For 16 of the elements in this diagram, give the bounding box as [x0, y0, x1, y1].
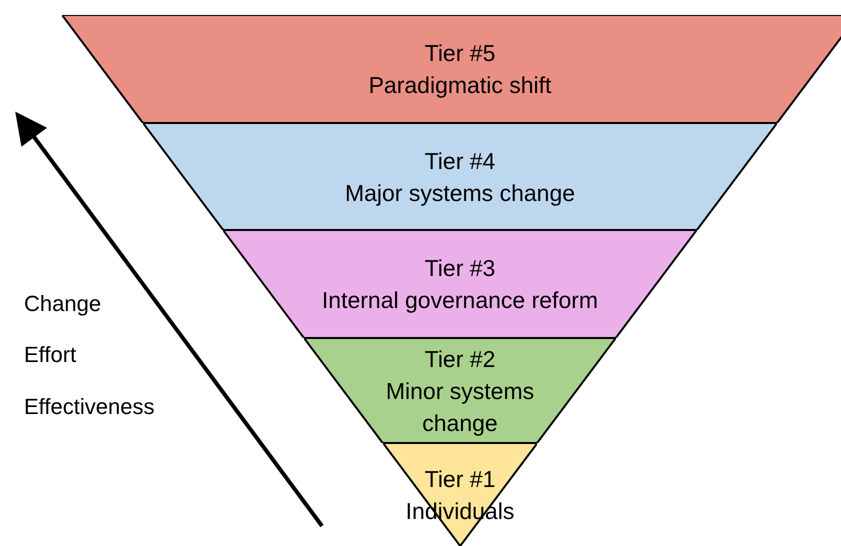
tier-description: Paradigmatic shift	[368, 71, 552, 100]
tier-band	[62, 15, 841, 123]
tier-heading: Tier #5	[424, 39, 496, 68]
tier-band	[304, 338, 616, 443]
tier-heading: Tier #4	[424, 146, 496, 176]
tier-band	[142, 123, 778, 230]
tier-description: Minor systems change	[384, 376, 536, 438]
axis-label: Effort	[24, 342, 76, 368]
tier-heading: Tier #2	[424, 344, 496, 374]
tier-heading: Tier #3	[424, 254, 496, 283]
axis-label: Effectiveness	[24, 394, 154, 420]
tier-band	[223, 230, 697, 338]
tier-heading: Tier #1	[424, 464, 496, 494]
axis-label: Change	[24, 291, 102, 317]
tier-description: Internal governance reform	[322, 286, 598, 315]
tier-description: Major systems change	[344, 178, 576, 208]
